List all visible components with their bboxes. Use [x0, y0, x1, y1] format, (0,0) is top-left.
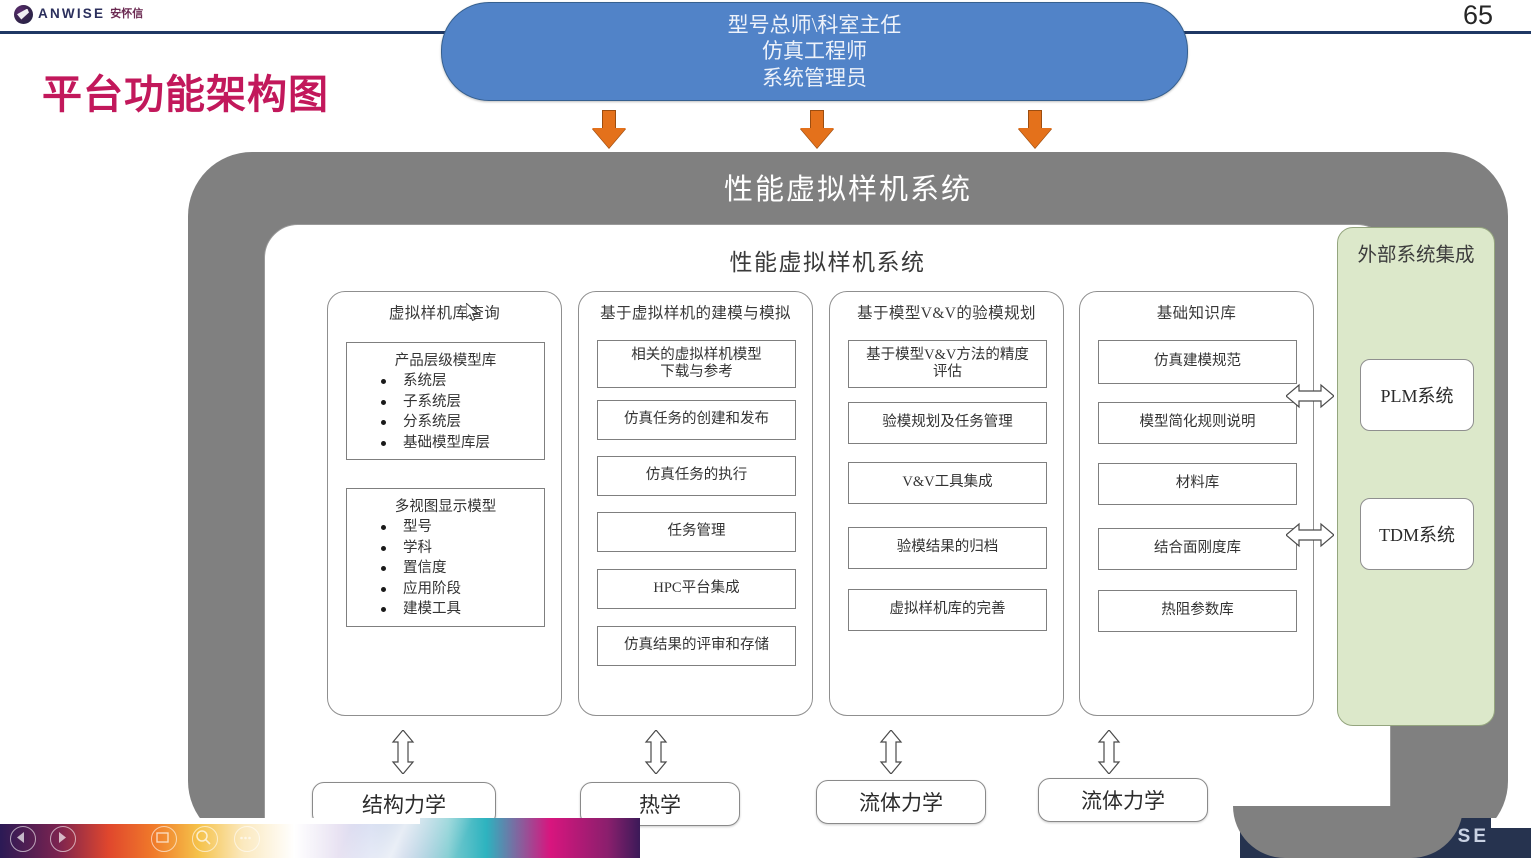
up-down-arrow-icon-4 — [1097, 730, 1121, 774]
list-item: 置信度 — [377, 558, 544, 579]
discipline-box-thermal[interactable]: 热学 — [580, 782, 740, 826]
platform-container: 性能虚拟样机系统 性能虚拟样机系统 虚拟样机库查询 产品层级模型库 系统层 子系… — [188, 152, 1508, 858]
column-knowledge-base[interactable]: 基础知识库 仿真建模规范 模型简化规则说明 材料库 结合面刚度库 热阻参数库 — [1079, 291, 1314, 716]
mouse-cursor-icon — [465, 301, 480, 323]
anwise-logo: ANWISE 安怀信 — [14, 4, 143, 24]
left-right-arrow-icon-1 — [1286, 383, 1334, 409]
list-item: 基础模型库层 — [377, 433, 544, 454]
cell-joint-stiffness-library[interactable]: 结合面刚度库 — [1098, 528, 1297, 570]
column-2-header: 基于虚拟样机的建模与模拟 — [600, 305, 791, 322]
subbox-2-title: 多视图显示模型 — [394, 499, 497, 515]
list-item: 子系统层 — [377, 392, 544, 413]
external-system-plm[interactable]: PLM系统 — [1360, 359, 1474, 431]
cell-hpc-integration[interactable]: HPC平台集成 — [597, 569, 796, 609]
column-modeling-and-simulation[interactable]: 基于虚拟样机的建模与模拟 相关的虚拟样机模型下载与参考 仿真任务的创建和发布 仿… — [578, 291, 813, 716]
page-title: 平台功能架构图 — [42, 73, 329, 117]
subbox-product-hierarchy-library[interactable]: 产品层级模型库 系统层 子系统层 分系统层 基础模型库层 — [346, 342, 545, 461]
page-number: 65 — [1462, 0, 1493, 30]
cell-material-library[interactable]: 材料库 — [1098, 463, 1297, 505]
up-down-arrow-icon-3 — [879, 730, 903, 774]
column-virtual-prototype-query[interactable]: 虚拟样机库查询 产品层级模型库 系统层 子系统层 分系统层 基础模型库层 多视图… — [327, 291, 562, 716]
cell-task-execution[interactable]: 仿真任务的执行 — [597, 456, 796, 496]
taskbar-white-edge — [0, 818, 420, 824]
cell-result-review-storage[interactable]: 仿真结果的评审和存储 — [597, 626, 796, 666]
list-item: 建模工具 — [377, 599, 544, 620]
column-3-header: 基于模型V&V的验模规划 — [857, 305, 1036, 322]
role-line-1: 型号总师\科室主任 — [727, 13, 902, 38]
list-item: 分系统层 — [377, 412, 544, 433]
cell-vp-library-improvement[interactable]: 虚拟样机库的完善 — [848, 589, 1047, 631]
cell-model-simplification-rules[interactable]: 模型简化规则说明 — [1098, 402, 1297, 444]
cell-simulation-modeling-spec[interactable]: 仿真建模规范 — [1098, 340, 1297, 384]
anwise-logo-chinese: 安怀信 — [110, 7, 144, 20]
subbox-multiview-display-model[interactable]: 多视图显示模型 型号 学科 置信度 应用阶段 建模工具 — [346, 488, 545, 627]
cell-vv-plan-task-management[interactable]: 验模规划及任务管理 — [848, 402, 1047, 444]
system-panel-title: 性能虚拟样机系统 — [729, 250, 926, 275]
taskbar-background — [0, 818, 640, 858]
play-icon[interactable] — [50, 826, 76, 852]
anwise-logo-text: ANWISE — [38, 6, 106, 22]
up-down-arrow-icon-1 — [391, 730, 415, 774]
subbox-1-title: 产品层级模型库 — [394, 353, 497, 369]
down-arrow-icon-2 — [800, 110, 834, 148]
role-line-2: 仿真工程师 — [762, 39, 867, 64]
column-4-header: 基础知识库 — [1156, 305, 1237, 322]
slideshow-icon[interactable] — [151, 826, 177, 852]
footer-brand-text: SE — [1457, 826, 1489, 847]
discipline-box-fluid-mechanics-2[interactable]: 流体力学 — [1038, 778, 1208, 822]
subbox-1-list: 系统层 子系统层 分系统层 基础模型库层 — [347, 371, 544, 453]
list-item: 应用阶段 — [377, 579, 544, 600]
list-item: 系统层 — [377, 371, 544, 392]
taskbar[interactable] — [0, 818, 1531, 858]
footer-white-tab — [1491, 818, 1531, 828]
list-item: 学科 — [377, 538, 544, 559]
column-vv-planning[interactable]: 基于模型V&V的验模规划 基于模型V&V方法的精度评估 验模规划及任务管理 V&… — [829, 291, 1064, 716]
external-systems-panel[interactable]: 外部系统集成 PLM系统 TDM系统 — [1337, 227, 1495, 726]
subbox-2-list: 型号 学科 置信度 应用阶段 建模工具 — [347, 517, 544, 620]
system-panel: 性能虚拟样机系统 虚拟样机库查询 产品层级模型库 系统层 子系统层 分系统层 基… — [264, 224, 1391, 858]
up-down-arrow-icon-2 — [644, 730, 668, 774]
zoom-icon[interactable] — [192, 826, 218, 852]
cell-vv-result-archive[interactable]: 验模结果的归档 — [848, 527, 1047, 569]
function-columns: 虚拟样机库查询 产品层级模型库 系统层 子系统层 分系统层 基础模型库层 多视图… — [265, 225, 1390, 858]
platform-container-title: 性能虚拟样机系统 — [723, 174, 972, 206]
down-arrow-icon-1 — [592, 110, 626, 148]
roles-banner: 型号总师\科室主任 仿真工程师 系统管理员 — [441, 2, 1188, 101]
anwise-logo-mark-icon — [14, 4, 33, 24]
menu-icon[interactable] — [234, 826, 260, 852]
cell-vv-tool-integration[interactable]: V&V工具集成 — [848, 462, 1047, 504]
cell-task-management[interactable]: 任务管理 — [597, 512, 796, 552]
discipline-box-fluid-mechanics-1[interactable]: 流体力学 — [816, 780, 986, 824]
previous-icon[interactable] — [10, 826, 36, 852]
down-arrow-icon-3 — [1018, 110, 1052, 148]
gray-container-overlap — [1233, 806, 1463, 858]
external-systems-header: 外部系统集成 — [1357, 245, 1475, 266]
list-item: 型号 — [377, 517, 544, 538]
cell-vv-accuracy-evaluation[interactable]: 基于模型V&V方法的精度评估 — [848, 340, 1047, 388]
cell-model-download-reference[interactable]: 相关的虚拟样机模型下载与参考 — [597, 340, 796, 388]
role-line-3: 系统管理员 — [762, 65, 867, 90]
cell-task-create-publish[interactable]: 仿真任务的创建和发布 — [597, 400, 796, 440]
left-right-arrow-icon-2 — [1286, 522, 1334, 548]
column-1-header: 虚拟样机库查询 — [388, 305, 501, 322]
external-system-tdm[interactable]: TDM系统 — [1360, 498, 1474, 570]
cell-thermal-resistance-library[interactable]: 热阻参数库 — [1098, 590, 1297, 632]
